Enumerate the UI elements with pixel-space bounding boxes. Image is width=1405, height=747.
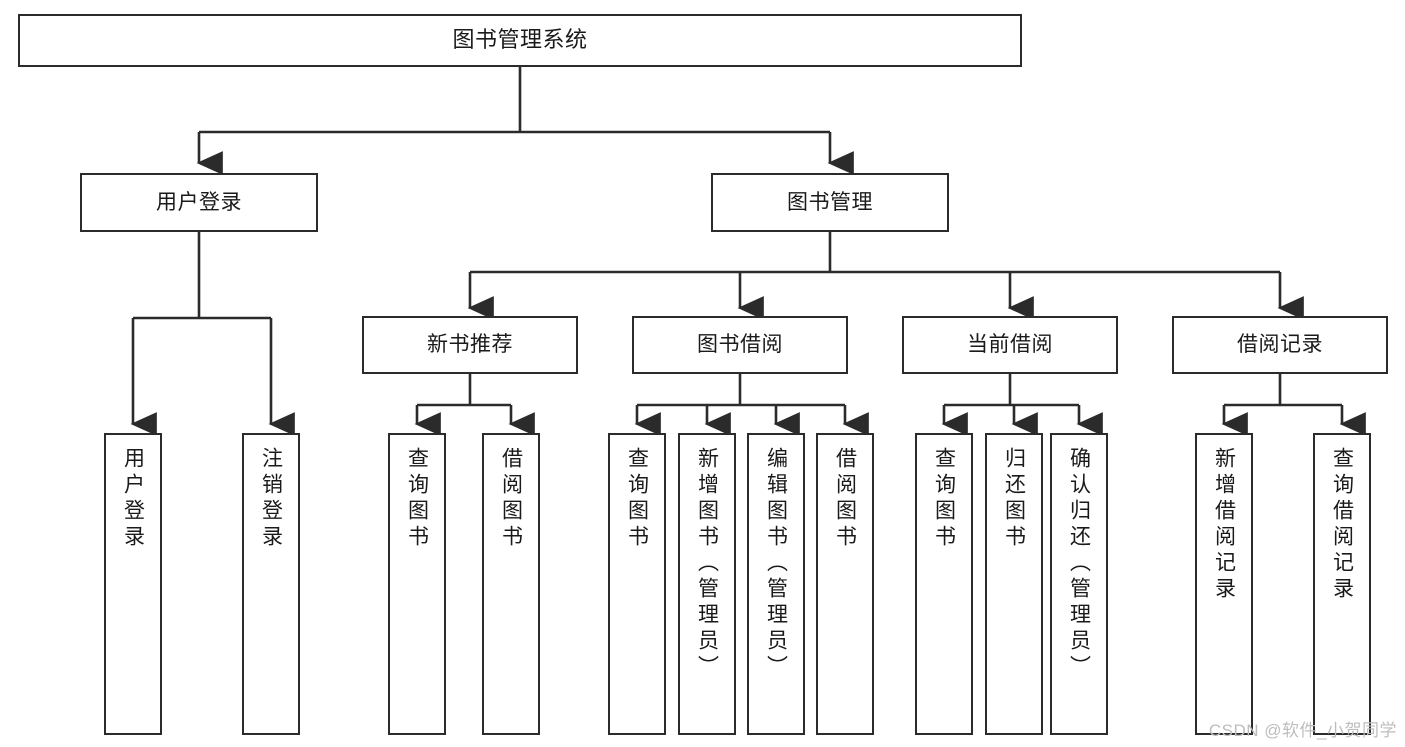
node-book-manage[interactable]: 图书管理	[711, 173, 949, 232]
node-borrow-record[interactable]: 借阅记录	[1172, 316, 1388, 374]
node-leaf-add-book[interactable]: 新增图书（管理员）	[678, 433, 736, 735]
csdn-watermark: CSDN @软件_小贺同学	[1208, 721, 1397, 740]
node-leaf-borrow-book-2[interactable]: 借阅图书	[816, 433, 874, 735]
node-current-borrow-label: 当前借阅	[967, 333, 1053, 357]
node-leaf-confirm-return[interactable]: 确认归还（管理员）	[1050, 433, 1108, 735]
node-leaf-borrow-book-1-label: 借阅图书	[499, 447, 523, 551]
node-leaf-user-login-label: 用户登录	[121, 447, 145, 551]
node-leaf-edit-book[interactable]: 编辑图书（管理员）	[747, 433, 805, 735]
node-leaf-query-record-label: 查询借阅记录	[1330, 447, 1354, 603]
node-new-book-rec-label: 新书推荐	[427, 333, 513, 357]
node-current-borrow[interactable]: 当前借阅	[902, 316, 1118, 374]
node-leaf-query-book-3[interactable]: 查询图书	[915, 433, 973, 735]
node-leaf-add-book-label: 新增图书（管理员）	[695, 447, 719, 681]
node-book-borrow[interactable]: 图书借阅	[632, 316, 848, 374]
node-user-login[interactable]: 用户登录	[80, 173, 318, 232]
node-leaf-return-book[interactable]: 归还图书	[985, 433, 1043, 735]
node-root-label: 图书管理系统	[452, 27, 588, 53]
node-leaf-query-book-3-label: 查询图书	[932, 447, 956, 551]
node-leaf-add-record-label: 新增借阅记录	[1212, 447, 1236, 603]
node-root[interactable]: 图书管理系统	[18, 14, 1022, 67]
node-user-login-label: 用户登录	[156, 190, 242, 214]
node-borrow-record-label: 借阅记录	[1237, 333, 1323, 357]
node-leaf-query-book-1[interactable]: 查询图书	[388, 433, 446, 735]
node-book-borrow-label: 图书借阅	[697, 333, 783, 357]
node-leaf-borrow-book-2-label: 借阅图书	[833, 447, 857, 551]
node-leaf-logout-label: 注销登录	[259, 447, 283, 551]
node-leaf-logout[interactable]: 注销登录	[242, 433, 300, 735]
node-leaf-query-book-2[interactable]: 查询图书	[608, 433, 666, 735]
node-leaf-add-record[interactable]: 新增借阅记录	[1195, 433, 1253, 735]
node-leaf-query-book-1-label: 查询图书	[405, 447, 429, 551]
node-leaf-user-login[interactable]: 用户登录	[104, 433, 162, 735]
node-leaf-return-book-label: 归还图书	[1002, 447, 1026, 551]
node-leaf-confirm-return-label: 确认归还（管理员）	[1067, 447, 1091, 681]
node-leaf-edit-book-label: 编辑图书（管理员）	[764, 447, 788, 681]
node-book-manage-label: 图书管理	[787, 190, 873, 214]
node-leaf-query-book-2-label: 查询图书	[625, 447, 649, 551]
node-leaf-query-record[interactable]: 查询借阅记录	[1313, 433, 1371, 735]
node-leaf-borrow-book-1[interactable]: 借阅图书	[482, 433, 540, 735]
node-new-book-rec[interactable]: 新书推荐	[362, 316, 578, 374]
